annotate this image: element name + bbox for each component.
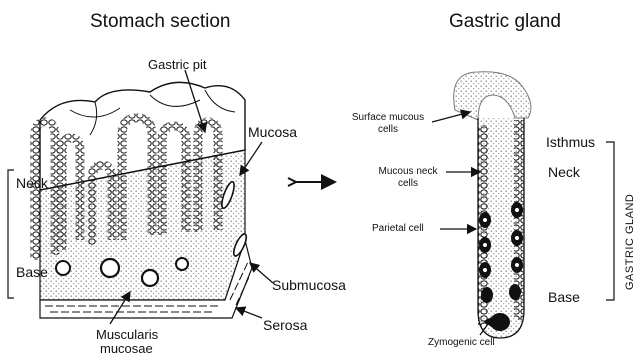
label-base-right: Base	[548, 290, 580, 304]
label-mucous-neck: Mucous neck cells	[372, 166, 444, 189]
label-muscularis-2: mucosae	[100, 342, 153, 355]
leader-serosa	[236, 308, 262, 318]
label-mucosa: Mucosa	[248, 125, 297, 139]
label-mucous-neck-line2: cells	[398, 178, 418, 189]
label-surface-mucous-line2: cells	[378, 124, 398, 135]
label-muscularis-1: Muscularis	[96, 328, 158, 341]
left-bracket	[8, 170, 14, 298]
gastric-gland-drawing	[454, 72, 531, 338]
leader-surface-mucous	[432, 112, 470, 122]
label-mucous-neck-line1: Mucous neck	[379, 166, 438, 177]
transition-arrow	[288, 178, 335, 186]
stomach-section-drawing	[35, 82, 252, 318]
label-submucosa: Submucosa	[272, 278, 346, 292]
nodule-2	[101, 259, 119, 277]
stomach-section-title: Stomach section	[90, 12, 230, 31]
label-surface-mucous-line1: Surface mucous	[352, 112, 424, 123]
right-bracket	[606, 142, 614, 300]
nodule-3	[142, 270, 158, 286]
nodule-4	[176, 258, 188, 270]
label-isthmus: Isthmus	[546, 135, 595, 149]
label-neck-left: Neck	[16, 176, 48, 190]
label-base-left: Base	[16, 265, 48, 279]
label-zymogenic-cell: Zymogenic cell	[428, 337, 495, 349]
label-gastric-gland-vertical: GASTRIC GLAND	[624, 194, 636, 290]
label-parietal-cell: Parietal cell	[372, 223, 424, 235]
nodule-1	[56, 261, 70, 275]
gastric-gland-title: Gastric gland	[449, 12, 561, 31]
leader-submucosa	[250, 263, 273, 283]
label-surface-mucous: Surface mucous cells	[345, 112, 431, 135]
label-serosa: Serosa	[263, 318, 307, 332]
label-gastric-pit: Gastric pit	[148, 58, 207, 71]
label-neck-right: Neck	[548, 165, 580, 179]
